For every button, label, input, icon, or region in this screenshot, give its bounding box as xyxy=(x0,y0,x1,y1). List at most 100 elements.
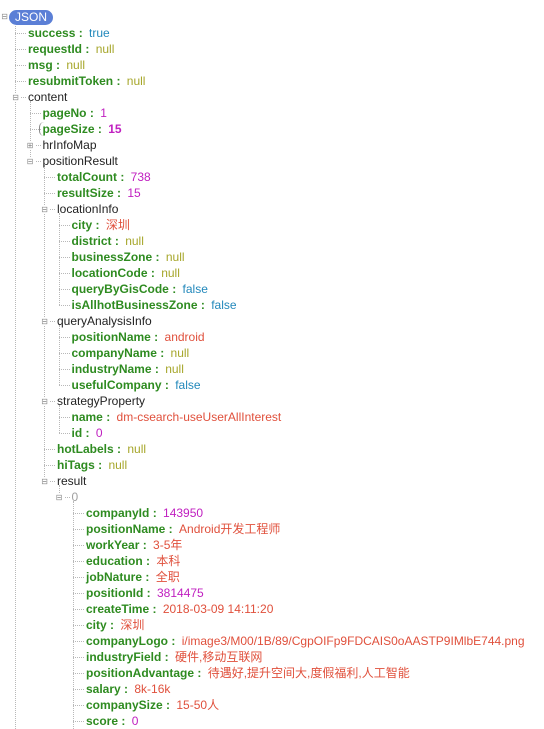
tree-branch-line xyxy=(58,353,70,354)
tree-row-name[interactable]: name : dm-csearch-useUserAllInterest xyxy=(72,409,282,425)
tree-node-value: false xyxy=(211,298,237,312)
selection-bracket xyxy=(38,122,44,136)
tree-row-district[interactable]: district : null xyxy=(72,233,144,249)
key-value-separator: : xyxy=(161,650,173,664)
collapse-toggle-icon[interactable]: ⊟ xyxy=(40,317,49,326)
tree-node-key: positionAdvantage xyxy=(86,666,195,680)
tree-row-hiTags[interactable]: hiTags : null xyxy=(57,457,127,473)
key-value-separator: : xyxy=(142,554,154,568)
tree-guide-line xyxy=(58,325,60,385)
tree-node-key: jobNature xyxy=(86,570,143,584)
tree-row-companySize[interactable]: companySize : 15-50人 xyxy=(86,697,219,713)
key-value-separator: : xyxy=(82,42,93,56)
tree-node-key: companyId xyxy=(86,506,150,520)
tree-row-locationInfo[interactable]: locationInfo xyxy=(57,201,118,217)
tree-row-queryByGisCode[interactable]: queryByGisCode : false xyxy=(72,281,208,297)
tree-node-key: pageSize xyxy=(42,122,95,136)
tree-node-key: positionName xyxy=(86,522,166,536)
tree-branch-line xyxy=(44,401,55,402)
tree-row-companyName[interactable]: companyName : null xyxy=(72,345,190,361)
tree-row-positionName[interactable]: positionName : Android开发工程师 xyxy=(86,521,280,537)
tree-row-strategyProperty[interactable]: strategyProperty xyxy=(57,393,145,409)
tree-row-queryAnalysisInfo[interactable]: queryAnalysisInfo xyxy=(57,313,152,329)
tree-row-city[interactable]: city : 深圳 xyxy=(72,217,130,233)
tree-guide-line xyxy=(58,405,60,433)
tree-row-positionId[interactable]: positionId : 3814475 xyxy=(86,585,204,601)
collapse-toggle-icon[interactable]: ⊟ xyxy=(40,205,49,214)
tree-row-locationCode[interactable]: locationCode : null xyxy=(72,265,180,281)
tree-node-value: null xyxy=(95,42,115,56)
tree-row-jobNature[interactable]: jobNature : 全职 xyxy=(86,569,180,585)
key-value-separator: : xyxy=(139,538,151,552)
tree-row-positionResult[interactable]: positionResult xyxy=(43,153,118,169)
tree-row-positionAdvantage[interactable]: positionAdvantage : 待遇好,提升空间大,度假福利,人工智能 xyxy=(86,665,410,681)
tree-row-isAllhotBusinessZone[interactable]: isAllhotBusinessZone : false xyxy=(72,297,237,313)
expand-toggle-icon[interactable]: ⊞ xyxy=(25,141,35,150)
tree-node-value: null xyxy=(127,442,147,456)
tree-node-value: 15-50人 xyxy=(176,698,220,712)
tree-node-value: false xyxy=(182,282,208,296)
root-toggle-icon[interactable]: ⊟ xyxy=(1,12,8,21)
tree-row-resultSize[interactable]: resultSize : 15 xyxy=(57,185,141,201)
tree-row-pageNo[interactable]: pageNo : 1 xyxy=(43,105,107,121)
tree-row-businessZone[interactable]: businessZone : null xyxy=(72,249,185,265)
tree-node-key: salary xyxy=(86,682,121,696)
collapse-toggle-icon[interactable]: ⊟ xyxy=(40,397,49,406)
tree-row-resubmitToken[interactable]: resubmitToken : null xyxy=(28,73,145,89)
tree-row-totalCount[interactable]: totalCount : 738 xyxy=(57,169,151,185)
tree-row-salary[interactable]: salary : 8k-16k xyxy=(86,681,170,697)
tree-node-value: null xyxy=(165,362,184,376)
tree-row-success[interactable]: success : true xyxy=(28,25,110,41)
tree-row-hotLabels[interactable]: hotLabels : null xyxy=(57,441,146,457)
tree-branch-line xyxy=(73,529,84,530)
tree-branch-line xyxy=(29,113,41,114)
tree-row-createTime[interactable]: createTime : 2018-03-09 14:11:20 xyxy=(86,601,273,617)
array-index-label: 0 xyxy=(71,490,79,504)
key-value-separator: : xyxy=(106,618,118,632)
key-value-separator: : xyxy=(94,458,106,472)
tree-row-workYear[interactable]: workYear : 3-5年 xyxy=(86,537,182,553)
tree-branch-line xyxy=(44,465,55,466)
tree-node-key: city xyxy=(71,218,93,232)
tree-row-requestId[interactable]: requestId : null xyxy=(28,41,114,57)
tree-row-usefulCompany[interactable]: usefulCompany : false xyxy=(72,377,201,393)
tree-node-key: hotLabels xyxy=(57,442,114,456)
tree-row-score[interactable]: score : 0 xyxy=(86,713,138,729)
key-value-separator: : xyxy=(197,298,209,312)
tree-row-msg[interactable]: msg : null xyxy=(28,57,85,73)
tree-node-key: id xyxy=(71,426,83,440)
tree-node-key: industryField xyxy=(86,650,162,664)
tree-row-industryField[interactable]: industryField : 硬件,移动互联网 xyxy=(86,649,262,665)
tree-node-key: businessZone xyxy=(71,250,153,264)
tree-row-education[interactable]: education : 本科 xyxy=(86,553,180,569)
tree-row-companyLogo[interactable]: companyLogo : i/image3/M00/1B/89/CgpOIFp… xyxy=(86,633,525,649)
collapse-toggle-icon[interactable]: ⊟ xyxy=(11,93,20,102)
collapse-toggle-icon[interactable]: ⊟ xyxy=(25,157,35,166)
tree-branch-line xyxy=(73,593,84,594)
tree-row-result[interactable]: result xyxy=(57,473,86,489)
tree-row-city[interactable]: city : 深圳 xyxy=(86,617,144,633)
tree-node-key: usefulCompany xyxy=(71,378,162,392)
tree-branch-line xyxy=(58,497,70,498)
tree-node-value: 全职 xyxy=(155,570,180,584)
tree-node-key: positionId xyxy=(86,586,144,600)
tree-node-value: android xyxy=(164,330,205,344)
root-badge[interactable]: JSON xyxy=(9,10,54,25)
tree-node-key: city xyxy=(86,618,107,632)
tree-row-content[interactable]: content xyxy=(28,89,67,105)
tree-row-companyId[interactable]: companyId : 143950 xyxy=(86,505,203,521)
tree-row-pageSize[interactable]: pageSize : 15 xyxy=(43,121,122,137)
tree-branch-line xyxy=(44,449,55,450)
tree-row-positionName[interactable]: positionName : android xyxy=(72,329,205,345)
tree-row-hrInfoMap[interactable]: hrInfoMap xyxy=(43,137,97,153)
tree-row-id[interactable]: id : 0 xyxy=(72,425,103,441)
key-value-separator: : xyxy=(152,250,163,264)
tree-row-0[interactable]: 0 xyxy=(72,489,79,505)
tree-node-value: false xyxy=(175,378,201,392)
key-value-separator: : xyxy=(116,170,128,184)
tree-row-industryName[interactable]: industryName : null xyxy=(72,361,184,377)
tree-node-value: null xyxy=(161,266,180,280)
collapse-toggle-icon[interactable]: ⊟ xyxy=(40,477,49,486)
collapse-toggle-icon[interactable]: ⊟ xyxy=(54,493,64,502)
